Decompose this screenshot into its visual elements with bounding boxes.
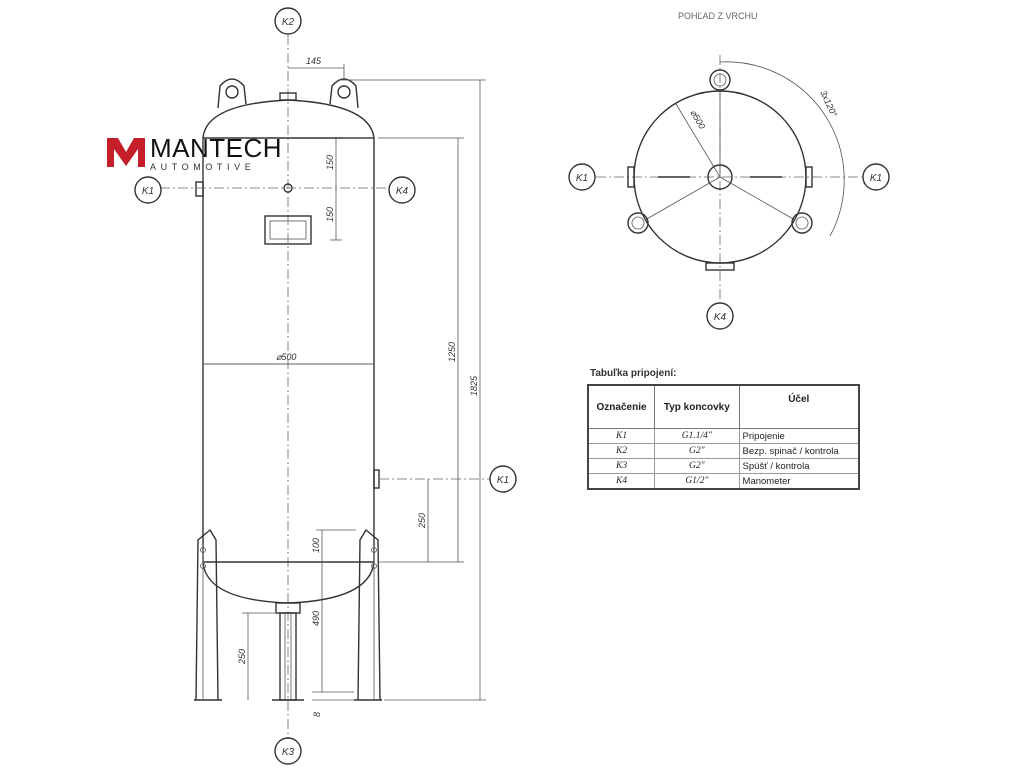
bubble-k1-top-left: K1 <box>568 163 596 191</box>
dim-leg-bottom-label: 490 <box>311 611 321 626</box>
dim-top-offset-2-label: 150 <box>325 207 335 222</box>
cell-type: G1.1/4" <box>654 428 740 444</box>
logo-tagline: AUTOMOTIVE <box>150 162 255 172</box>
table-row: K2 G2" Bezp. spinač / kontrola <box>587 443 860 459</box>
bubble-k1-side-right: K1 <box>489 465 517 493</box>
bubble-k4-top: K4 <box>706 302 734 330</box>
cell-purpose: Spúšť / kontrola <box>738 458 860 474</box>
cell-type: G1/2" <box>654 473 740 490</box>
mantech-logo-mark <box>107 138 145 167</box>
dim-mid-height-label: 1250 <box>447 342 457 362</box>
dim-top-offset-1-label: 150 <box>325 155 335 170</box>
lifting-lug-right <box>329 78 359 109</box>
cell-code: K1 <box>587 428 656 444</box>
header-purpose: Účel <box>738 384 860 429</box>
dim-lugs-label: 145 <box>306 56 322 66</box>
bubble-k2-side: K2 <box>274 7 302 35</box>
svg-text:K4: K4 <box>396 186 409 197</box>
leg-left <box>194 528 222 701</box>
cell-purpose: Manometer <box>738 473 860 490</box>
lug-bottom-right <box>791 212 813 234</box>
top-view: POHĽAD Z VRCHU 3x120° ⌀50 <box>568 11 890 330</box>
dimension-lines: 145 150 150 ⌀500 1250 1825 250 100 490 2… <box>203 56 486 717</box>
bubble-k1-top-right: K1 <box>862 163 890 191</box>
svg-text:K3: K3 <box>282 747 295 758</box>
connection-table: Označenie Typ koncovky Účel K1 G1.1/4" P… <box>587 384 860 490</box>
leg-right <box>354 528 382 701</box>
top-view-title: POHĽAD Z VRCHU <box>678 11 758 21</box>
svg-text:K1: K1 <box>497 475 509 486</box>
dim-diameter-top-label: ⌀500 <box>688 108 707 131</box>
cell-purpose: Pripojenie <box>738 428 860 444</box>
lifting-lug-left <box>217 78 247 109</box>
dim-leg-upper-label: 100 <box>311 538 321 553</box>
dim-ground-label: 8 <box>312 712 322 717</box>
dim-k1-height-label: 250 <box>417 513 427 529</box>
dim-diameter-side-label: ⌀500 <box>276 352 296 362</box>
connection-table-header: Označenie Typ koncovky Účel <box>587 384 860 429</box>
cell-code: K4 <box>587 473 656 490</box>
side-view-bubbles: K2 K1 K4 K1 K3 <box>134 7 517 765</box>
cell-purpose: Bezp. spinač / kontrola <box>738 443 860 459</box>
bubble-k1-side-left: K1 <box>134 176 162 204</box>
table-row: K3 G2" Spúšť / kontrola <box>587 458 860 474</box>
connection-table-title: Tabuľka pripojení: <box>590 368 677 379</box>
bubble-k3-side: K3 <box>274 737 302 765</box>
bubble-k4-side: K4 <box>388 176 416 204</box>
cell-type: G2" <box>654 443 740 459</box>
svg-text:K2: K2 <box>282 17 295 28</box>
dim-total-height-label: 1825 <box>469 375 479 396</box>
lug-top <box>709 69 731 91</box>
cell-code: K2 <box>587 443 656 459</box>
header-code: Označenie <box>587 384 656 429</box>
dim-lug-angle-label: 3x120° <box>818 89 839 119</box>
dim-drain-height-label: 250 <box>237 649 247 665</box>
lug-bottom-left <box>627 212 649 234</box>
table-row: K1 G1.1/4" Pripojenie <box>587 428 860 444</box>
svg-text:K1: K1 <box>576 173 588 184</box>
header-type: Typ koncovky <box>654 384 740 429</box>
table-row: K4 G1/2" Manometer <box>587 473 860 490</box>
svg-text:K4: K4 <box>714 312 727 323</box>
svg-text:K1: K1 <box>870 173 882 184</box>
cell-type: G2" <box>654 458 740 474</box>
cell-code: K3 <box>587 458 656 474</box>
side-view <box>160 35 490 738</box>
mantech-logo: MANTECH AUTOMOTIVE <box>107 133 282 172</box>
svg-text:K1: K1 <box>142 186 154 197</box>
